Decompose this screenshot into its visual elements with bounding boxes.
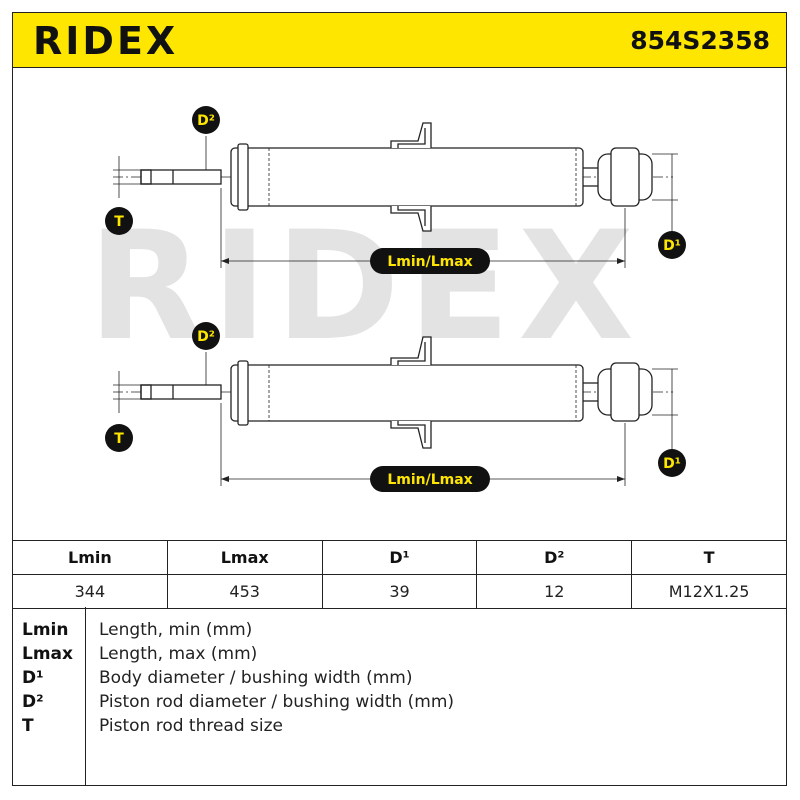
specs-value-lmax: 453: [166, 574, 323, 609]
specs-header-d1: D¹: [321, 540, 478, 575]
badge-t-1-label: T: [114, 214, 124, 230]
badge-d2-1-label: D²: [197, 113, 215, 129]
legend-desc: Piston rod diameter / bushing width (mm): [99, 692, 455, 712]
specs-header-row: Lmin Lmax D¹ D² T: [12, 540, 787, 575]
specs-value-d1: 39: [321, 574, 478, 609]
badge-length-1-label: Lmin/Lmax: [387, 254, 472, 270]
specs-value-row: 344 453 39 12 M12X1.25: [12, 574, 787, 609]
shock-absorber-2: [113, 336, 678, 486]
specs-header-lmin: Lmin: [12, 540, 168, 575]
legend-key: D²: [22, 692, 44, 712]
specs-value-lmin: 344: [12, 574, 168, 609]
legend-divider: [85, 607, 86, 785]
badge-d1-1-label: D¹: [663, 238, 681, 254]
legend-desc: Body diameter / bushing width (mm): [99, 668, 413, 688]
legend-panel: Lmin Length, min (mm) Lmax Length, max (…: [12, 607, 787, 786]
badge-t-1: T: [105, 207, 133, 235]
specs-value-t: M12X1.25: [631, 574, 787, 609]
badge-length-1: Lmin/Lmax: [370, 248, 490, 274]
legend-key: Lmin: [22, 620, 69, 640]
watermark-text: RIDEX: [88, 200, 642, 374]
badge-d2-2: D²: [192, 322, 220, 350]
badge-d1-2: D¹: [658, 449, 686, 477]
technical-drawing: RIDEX: [13, 68, 786, 540]
badge-d1-2-label: D¹: [663, 456, 681, 472]
shock-absorber-drawing: RIDEX: [88, 106, 686, 492]
brand-logo: RIDEX: [33, 19, 179, 63]
badge-d1-1: D¹: [658, 231, 686, 259]
badge-t-2-label: T: [114, 431, 124, 447]
badge-d2-2-label: D²: [197, 329, 215, 345]
badge-d2-1: D²: [192, 106, 220, 134]
badge-t-2: T: [105, 424, 133, 452]
legend-desc: Length, min (mm): [99, 620, 253, 640]
specs-header-t: T: [631, 540, 787, 575]
legend-desc: Length, max (mm): [99, 644, 258, 664]
badge-length-2-label: Lmin/Lmax: [387, 472, 472, 488]
part-number: 854S2358: [630, 26, 770, 55]
specs-header-d2: D²: [476, 540, 633, 575]
badge-length-2: Lmin/Lmax: [370, 466, 490, 492]
legend-desc: Piston rod thread size: [99, 716, 284, 736]
legend-key: D¹: [22, 668, 44, 688]
specs-value-d2: 12: [476, 574, 633, 609]
legend-key: Lmax: [22, 644, 73, 664]
specs-header-lmax: Lmax: [166, 540, 323, 575]
header-bar: RIDEX 854S2358: [12, 12, 787, 68]
shock-absorber-1: [113, 122, 678, 268]
specs-table: Lmin Lmax D¹ D² T 344 453 39 12 M12X1.25: [12, 540, 787, 609]
legend-key: T: [22, 716, 34, 736]
